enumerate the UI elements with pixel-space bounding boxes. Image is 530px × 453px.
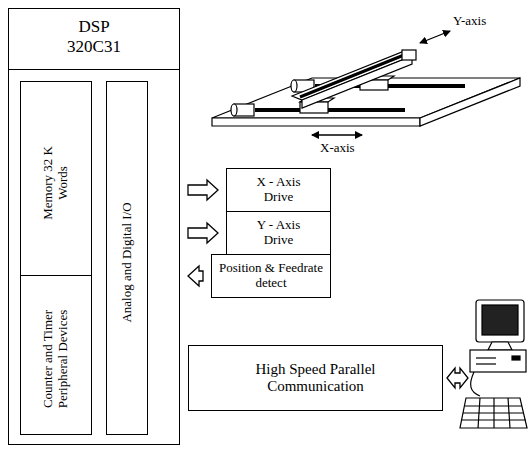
node-text: High Speed Parallel Communication bbox=[233, 361, 398, 396]
node-text: Counter and Timer Peripheral Devices bbox=[41, 294, 71, 424]
computer-icon bbox=[460, 300, 527, 428]
block-arrow bbox=[188, 266, 203, 286]
x-motion-arrow bbox=[312, 134, 362, 135]
block-arrow bbox=[188, 223, 218, 243]
detect-box: Position & Feedrate detect bbox=[211, 254, 331, 298]
node-text: Y - Axis Drive bbox=[243, 218, 315, 248]
peripheral-block: Counter and Timer Peripheral Devices bbox=[20, 275, 92, 435]
block-arrow bbox=[188, 180, 218, 200]
y-motion-arrow bbox=[420, 31, 450, 43]
node-text: Memory 32 K Words bbox=[41, 143, 71, 223]
board-title: DSP 320C31 bbox=[54, 17, 134, 56]
node-text: Position & Feedrate detect bbox=[215, 261, 327, 291]
drive-box: X - Axis Drive bbox=[226, 168, 331, 212]
memory-block: Memory 32 K Words bbox=[20, 81, 92, 276]
axis-label: X-axis bbox=[319, 141, 356, 155]
double-block-arrow bbox=[447, 368, 468, 388]
xy-table bbox=[212, 50, 520, 126]
axis-label: Y-axis bbox=[452, 14, 487, 28]
communication-box: High Speed Parallel Communication bbox=[188, 345, 443, 411]
divider-line bbox=[9, 69, 179, 70]
drive-box: Y - Axis Drive bbox=[226, 211, 331, 255]
node-text: Analog and Digital I/O bbox=[120, 92, 135, 432]
node-text: X - Axis Drive bbox=[243, 175, 315, 205]
io-block: Analog and Digital I/O bbox=[106, 81, 148, 435]
dsp-board: DSP 320C31Memory 32 K WordsCounter and T… bbox=[8, 8, 180, 445]
